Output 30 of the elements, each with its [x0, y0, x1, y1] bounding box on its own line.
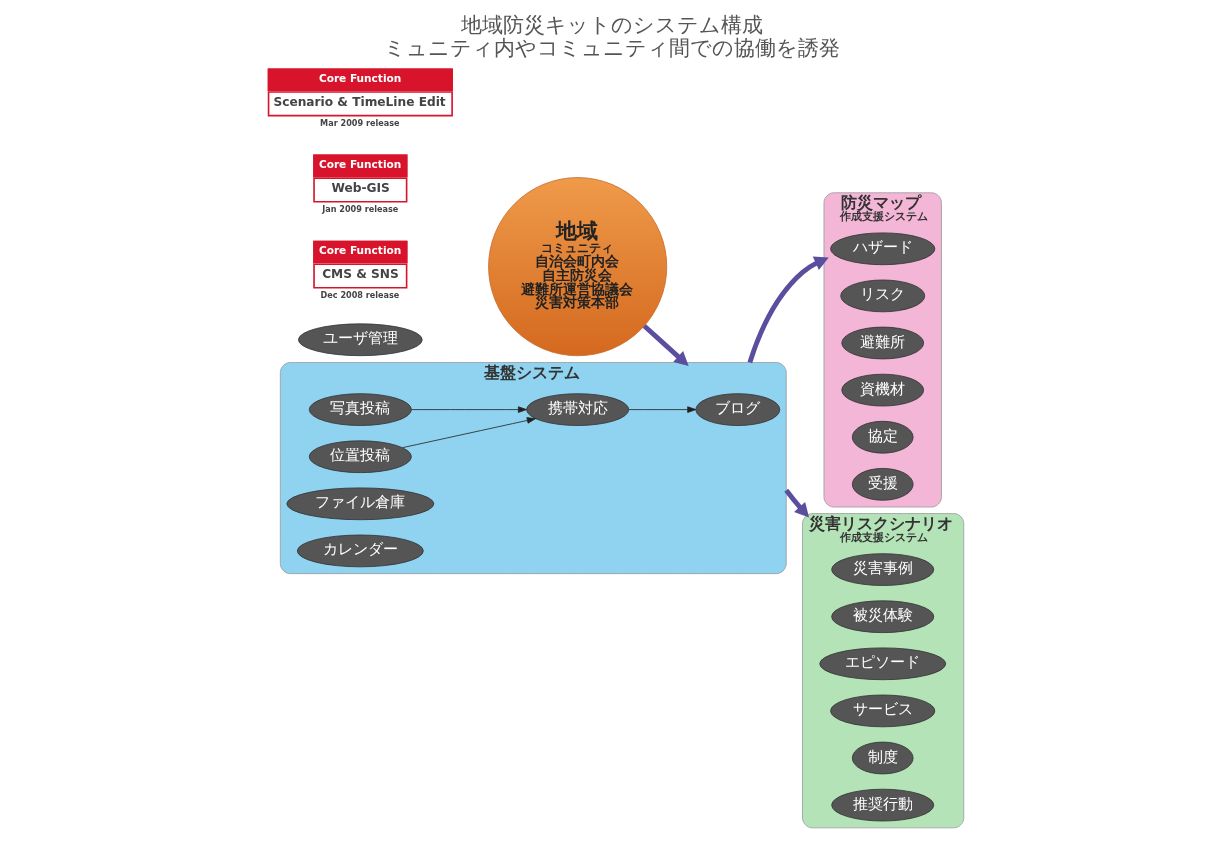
node-ellipse: カレンダー [296, 534, 424, 568]
node-ellipse: 推奨行動 [830, 788, 934, 822]
node-ellipse: ハザード [829, 232, 935, 266]
node-ellipse: ユーザ管理 [297, 323, 423, 357]
node-ellipse: サービス [829, 694, 935, 728]
node-circle: 地域 コミュニティ 自治会町内会 自主防災会 避難所運営協議会 災害対策本部 [487, 177, 667, 357]
node-ellipse: 避難所 [840, 326, 924, 360]
node-ellipse: 協定 [851, 420, 914, 454]
node-ellipse: ブログ [694, 393, 780, 426]
diagram-title: 地域防災キットのシステム構成 [461, 11, 763, 37]
node-ellipse: リスク [839, 279, 925, 313]
node-ellipse: 資機材 [840, 373, 924, 407]
node-ellipse: 受援 [851, 468, 914, 501]
node-label: Jan 2009 release [321, 204, 398, 215]
node-ellipse: 災害事例 [830, 553, 934, 586]
arrow [627, 406, 696, 413]
arrow [747, 256, 829, 364]
caption: ミュニティ内やコミュニティ間での協働を誘発 [384, 35, 840, 61]
node-ellipse: 位置投稿 [308, 440, 412, 474]
node-ellipse: エピソード [818, 647, 946, 681]
arrow [642, 324, 689, 366]
node-ellipse: 写真投稿 [308, 393, 412, 426]
node-ellipse: ファイル倉庫 [285, 487, 434, 521]
node-ellipse: 被災体験 [830, 600, 934, 633]
node-label: Mar 2009 release [319, 118, 399, 129]
arrow [783, 488, 809, 518]
node-ellipse: 制度 [851, 741, 914, 775]
arrow [410, 406, 527, 413]
arrow [401, 417, 536, 449]
node-label: Dec 2008 release [320, 290, 399, 301]
